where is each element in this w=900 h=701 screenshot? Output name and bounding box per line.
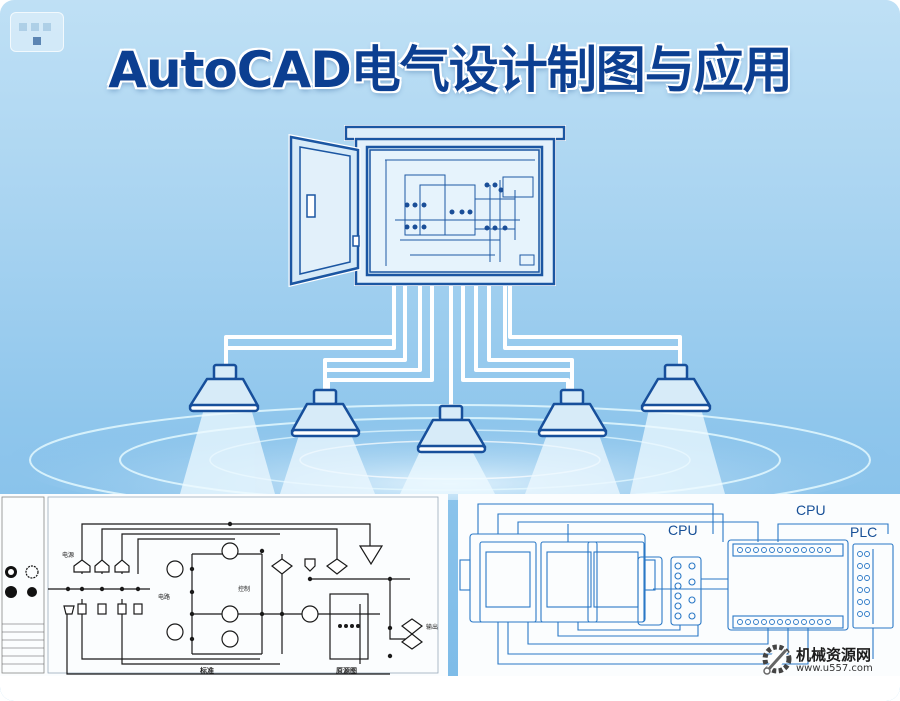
schematic-label-standard: 标准	[200, 667, 214, 675]
cabinet-illustration	[180, 125, 725, 494]
schematic-drawing	[1, 496, 439, 675]
schematic-label-output: 输出	[426, 624, 439, 631]
cpu-label-top: CPU	[796, 502, 826, 518]
blurred-logo	[10, 12, 64, 52]
page-title: AutoCAD电气设计制图与应用	[108, 41, 792, 99]
plc-label: PLC	[850, 524, 878, 540]
watermark: 机械资源网 www.u557.com	[760, 640, 900, 680]
schematic-label-control: 控制	[238, 586, 251, 593]
plc-wiring-panel: CPU CPU PLC	[458, 494, 900, 676]
plc-wiring-drawing	[459, 503, 894, 665]
bottom-strip	[0, 676, 900, 701]
cpu-label-middle: CPU	[668, 522, 698, 538]
watermark-name: 机械资源网	[796, 646, 872, 664]
electrical-schematic-panel: 标准 原源图 电源 电路 控制 输出	[0, 494, 448, 676]
schematic-label-source: 原源图	[336, 667, 357, 675]
schematic-label-circuit: 电路	[158, 594, 171, 601]
gear-wrench-icon	[762, 644, 792, 675]
watermark-url: www.u557.com	[796, 663, 873, 674]
schematic-label-power: 电源	[62, 552, 75, 559]
